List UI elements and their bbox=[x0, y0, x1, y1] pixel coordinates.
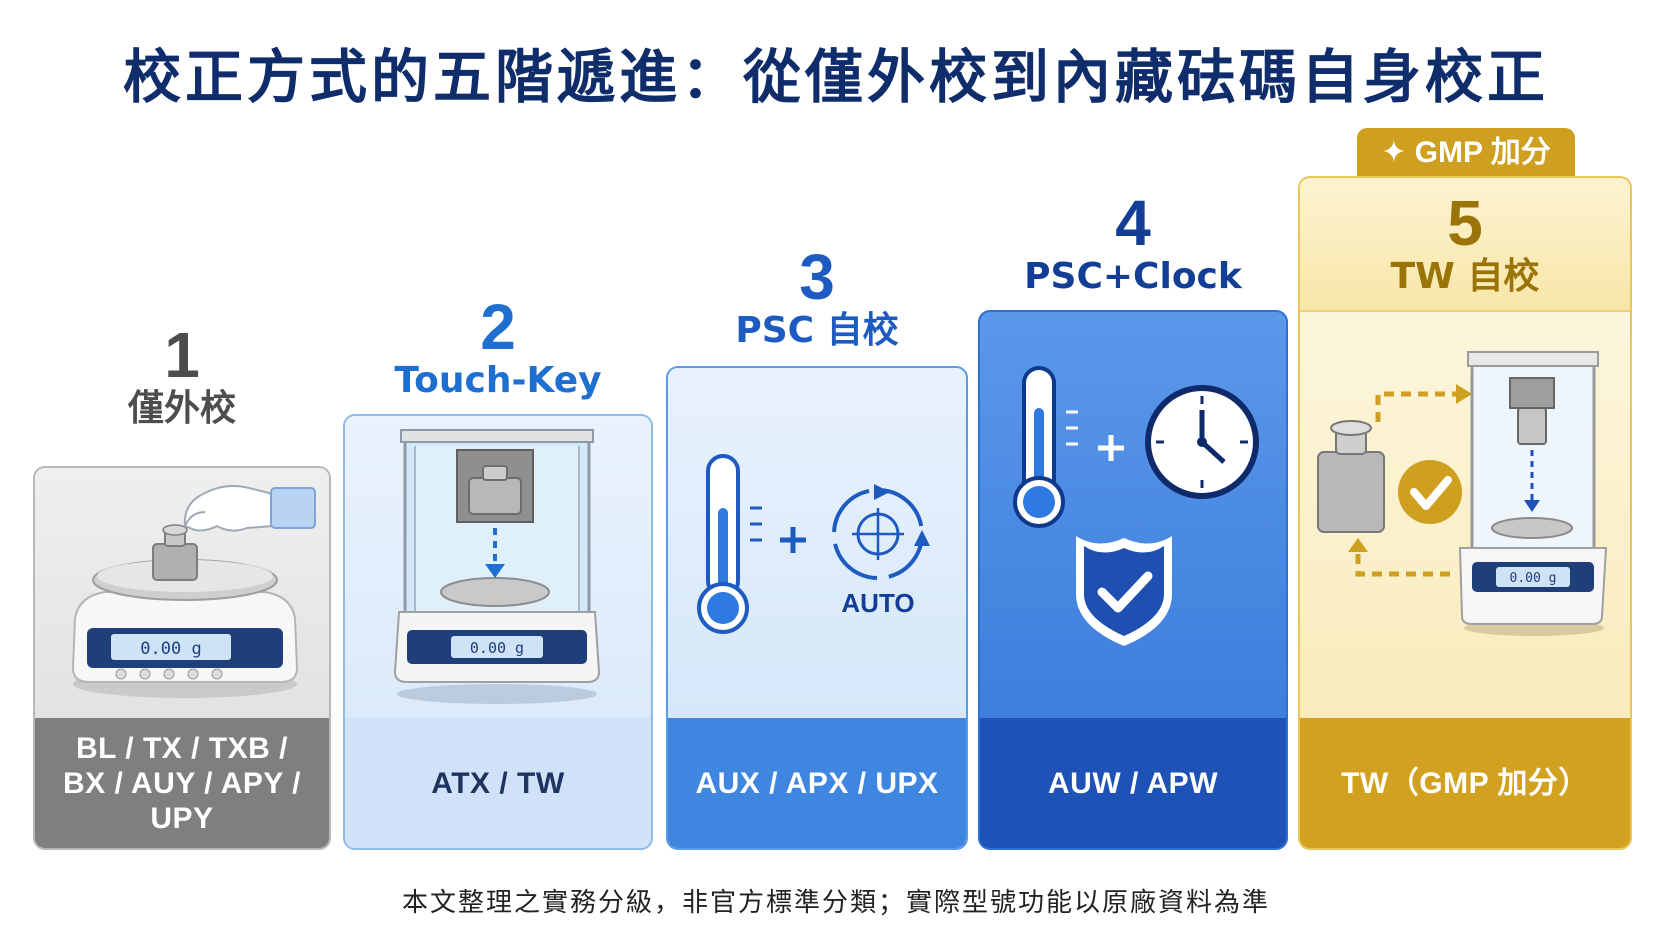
level-2-illustration: 0.00 g bbox=[345, 416, 651, 722]
transfer-arrows-icon bbox=[1348, 384, 1472, 577]
level-1-models-line-2: BX / AUY / APY / bbox=[62, 766, 302, 800]
level-4-models-line-1: AUW / APW bbox=[1047, 766, 1219, 800]
level-3-number: 3 bbox=[799, 241, 835, 313]
level-5-header: 5 TW 自校 bbox=[1300, 178, 1630, 312]
level-3-illustration: AUTO bbox=[668, 368, 966, 722]
check-circle-icon bbox=[1398, 460, 1462, 524]
plus-icon bbox=[1098, 435, 1124, 461]
level-3-models: AUX / APX / UPX bbox=[668, 718, 966, 848]
level-1-models: BL / TX / TXB / BX / AUY / APY / UPY bbox=[35, 718, 329, 848]
level-5-name: TW 自校 bbox=[1390, 256, 1540, 297]
level-5-heading: 5 TW 自校 bbox=[1300, 190, 1630, 298]
balance-readout: 0.00 g bbox=[1510, 571, 1557, 586]
level-5-card: 5 TW 自校 bbox=[1298, 176, 1632, 850]
shield-check-icon bbox=[1076, 536, 1172, 646]
level-5-models-line-1: TW（GMP 加分） bbox=[1341, 766, 1589, 800]
thermometer-icon bbox=[697, 454, 762, 634]
balance-readout: 0.00 g bbox=[470, 639, 524, 657]
level-4-models: AUW / APW bbox=[980, 718, 1286, 848]
gloved-hand-icon bbox=[183, 485, 316, 532]
level-2-card: 0.00 g ATX / TW bbox=[343, 414, 653, 850]
auto-target-icon: AUTO bbox=[832, 484, 930, 618]
level-4-number: 4 bbox=[1115, 187, 1151, 259]
footnote: 本文整理之實務分級，非官方標準分類；實際型號功能以原廠資料為準 bbox=[401, 888, 1270, 918]
level-2-models: ATX / TW bbox=[345, 718, 651, 848]
level-1-models-line-3: UPY bbox=[150, 801, 214, 835]
level-3-card: AUTO AUX / APX / UPX bbox=[666, 366, 968, 850]
level-4-name: PSC+Clock bbox=[1024, 256, 1242, 297]
level-5-number: 5 bbox=[1447, 187, 1483, 259]
level-5-illustration: 0.00 g bbox=[1300, 312, 1630, 722]
level-1-number: 1 bbox=[164, 319, 200, 391]
level-1-name: 僅外校 bbox=[127, 388, 236, 429]
gmp-bonus-badge: ✦ GMP 加分 bbox=[1357, 128, 1575, 178]
thermometer-icon bbox=[1013, 366, 1078, 528]
page-title: 校正方式的五階遞進：從僅外校到內藏砝碼自身校正 bbox=[122, 43, 1549, 111]
balance-readout: 0.00 g bbox=[140, 639, 201, 659]
level-4-heading: 4 PSC+Clock bbox=[978, 190, 1288, 298]
internal-weight-icon bbox=[456, 449, 534, 523]
level-3-name: PSC 自校 bbox=[735, 310, 899, 351]
enclosed-balance-icon: 0.00 g bbox=[1458, 351, 1608, 636]
level-2-heading: 2 Touch-Key bbox=[343, 294, 653, 402]
plus-icon bbox=[780, 527, 806, 553]
level-2-models-line-1: ATX / TW bbox=[431, 766, 565, 800]
level-5-models: TW（GMP 加分） bbox=[1300, 718, 1630, 848]
level-2-name: Touch-Key bbox=[394, 360, 602, 401]
level-1-heading: 1 僅外校 bbox=[33, 322, 331, 430]
level-1-illustration: 0.00 g bbox=[35, 468, 329, 722]
down-arrow-icon bbox=[485, 528, 505, 578]
level-1-models-line-1: BL / TX / TXB / bbox=[76, 731, 288, 765]
level-4-illustration bbox=[980, 312, 1286, 722]
level-1-card: 0.00 g BL / bbox=[33, 466, 331, 850]
auto-label: AUTO bbox=[841, 588, 914, 618]
calibration-weight-icon bbox=[1317, 420, 1385, 533]
level-4-card: AUW / APW bbox=[978, 310, 1288, 850]
clock-icon bbox=[1145, 385, 1259, 499]
level-2-number: 2 bbox=[480, 291, 516, 363]
level-3-heading: 3 PSC 自校 bbox=[666, 244, 968, 352]
level-3-models-line-1: AUX / APX / UPX bbox=[695, 766, 939, 800]
calibration-weight-icon bbox=[152, 524, 198, 581]
